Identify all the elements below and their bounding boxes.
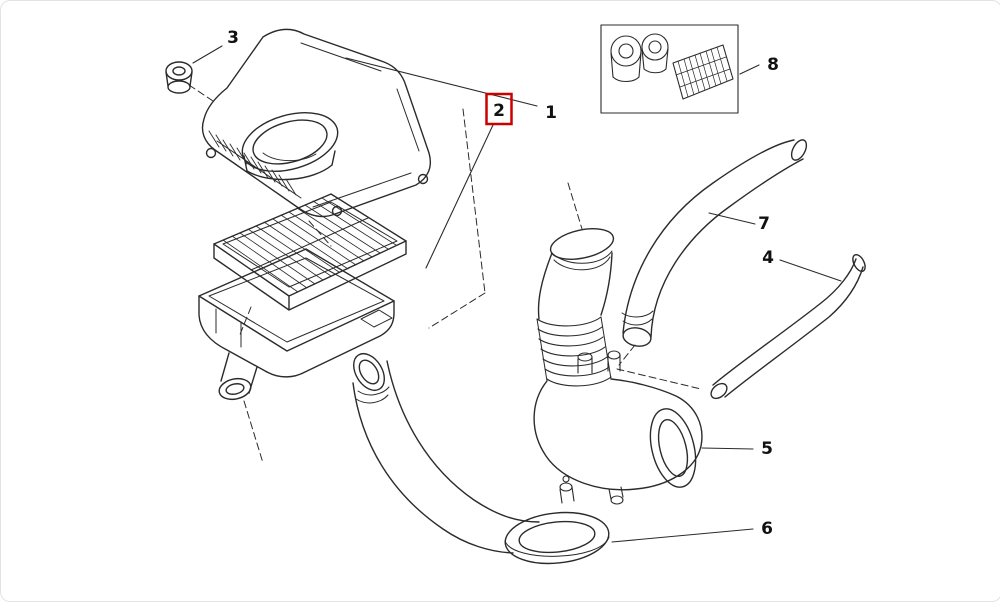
diagram-linework xyxy=(165,24,866,565)
cover-screw-boss xyxy=(417,173,429,185)
oil-filter-cartridge xyxy=(610,35,642,83)
cover-screw-boss xyxy=(331,205,343,217)
bellows-ridges xyxy=(536,316,612,387)
construction-lines xyxy=(188,84,702,464)
callout-2-highlighted: 2 xyxy=(493,101,505,121)
panel-air-filter xyxy=(672,44,734,100)
vent-hose-small xyxy=(710,254,866,400)
intake-duct-resonator xyxy=(533,228,703,505)
callout-labels: 1 2 3 4 5 6 7 8 xyxy=(227,28,779,539)
duct-nipples xyxy=(577,350,624,505)
callout-7: 7 xyxy=(758,214,770,234)
grommet-mount xyxy=(165,61,193,94)
callout-6: 6 xyxy=(761,519,773,539)
filter-element xyxy=(213,193,407,311)
callout-3: 3 xyxy=(227,28,239,48)
cover-screw-boss xyxy=(205,147,217,159)
oil-filter-cartridge xyxy=(641,33,669,74)
intake-duct-main xyxy=(352,352,610,565)
callout-4: 4 xyxy=(762,248,774,268)
service-kit-box xyxy=(600,24,739,114)
callout-8: 8 xyxy=(767,55,779,75)
callout-5: 5 xyxy=(761,439,773,459)
callout-1: 1 xyxy=(545,103,557,123)
air-cleaner-cover xyxy=(201,28,432,218)
breather-hose-upper xyxy=(621,139,808,347)
lower-housing xyxy=(198,248,395,401)
leader-lines xyxy=(192,45,842,543)
cover-rib-hatching xyxy=(208,130,297,196)
highlight-box xyxy=(485,92,513,126)
duct-nipple xyxy=(559,475,575,504)
